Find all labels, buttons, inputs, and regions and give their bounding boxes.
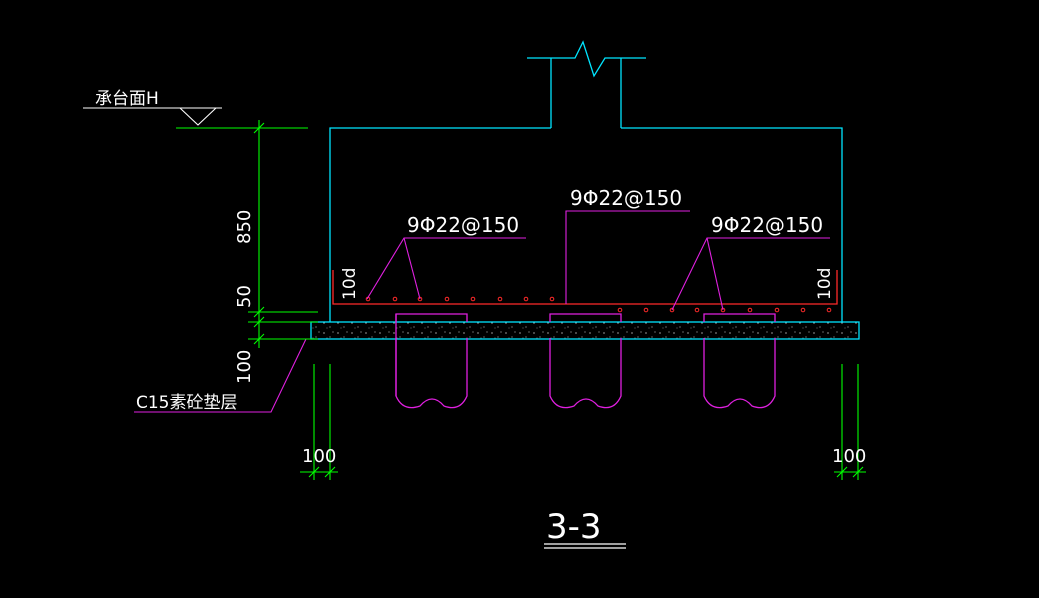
pile-cap-outline <box>329 127 843 322</box>
cushion-label: C15素砼垫层 <box>136 393 238 413</box>
column-stub <box>527 40 646 128</box>
cap-top-label: 承台面H <box>95 89 159 109</box>
dim-offset-left: 100 <box>302 446 336 467</box>
piles <box>395 313 776 409</box>
title-underline <box>544 543 626 549</box>
rebar-label-left: 9Φ22@150 <box>407 213 519 237</box>
pile-left <box>395 314 468 409</box>
pile-right <box>703 338 776 409</box>
labels: 承台面H 9Φ22@150 9Φ22@150 9Φ22@150 C15素砼垫层 … <box>95 89 866 547</box>
anchor-label-left: 10d <box>340 268 360 300</box>
rebar-leaders <box>134 210 830 413</box>
dim-cap-height: 850 <box>234 210 255 244</box>
rebar-label-middle: 9Φ22@150 <box>570 186 682 210</box>
anchor-label-right: 10d <box>815 268 835 300</box>
dim-cushion: 100 <box>234 350 255 384</box>
pile-heads <box>395 313 776 322</box>
pile-middle <box>549 338 622 409</box>
rebar-label-right: 9Φ22@150 <box>711 213 823 237</box>
section-title: 3-3 <box>546 507 602 547</box>
dimension-lines <box>248 120 866 480</box>
bottom-rebar <box>332 270 838 305</box>
cushion-layer <box>310 321 860 340</box>
dim-cover: 50 <box>234 285 255 308</box>
rebar-dots <box>365 296 832 313</box>
dim-offset-right: 100 <box>832 446 866 467</box>
level-marker <box>83 107 308 129</box>
